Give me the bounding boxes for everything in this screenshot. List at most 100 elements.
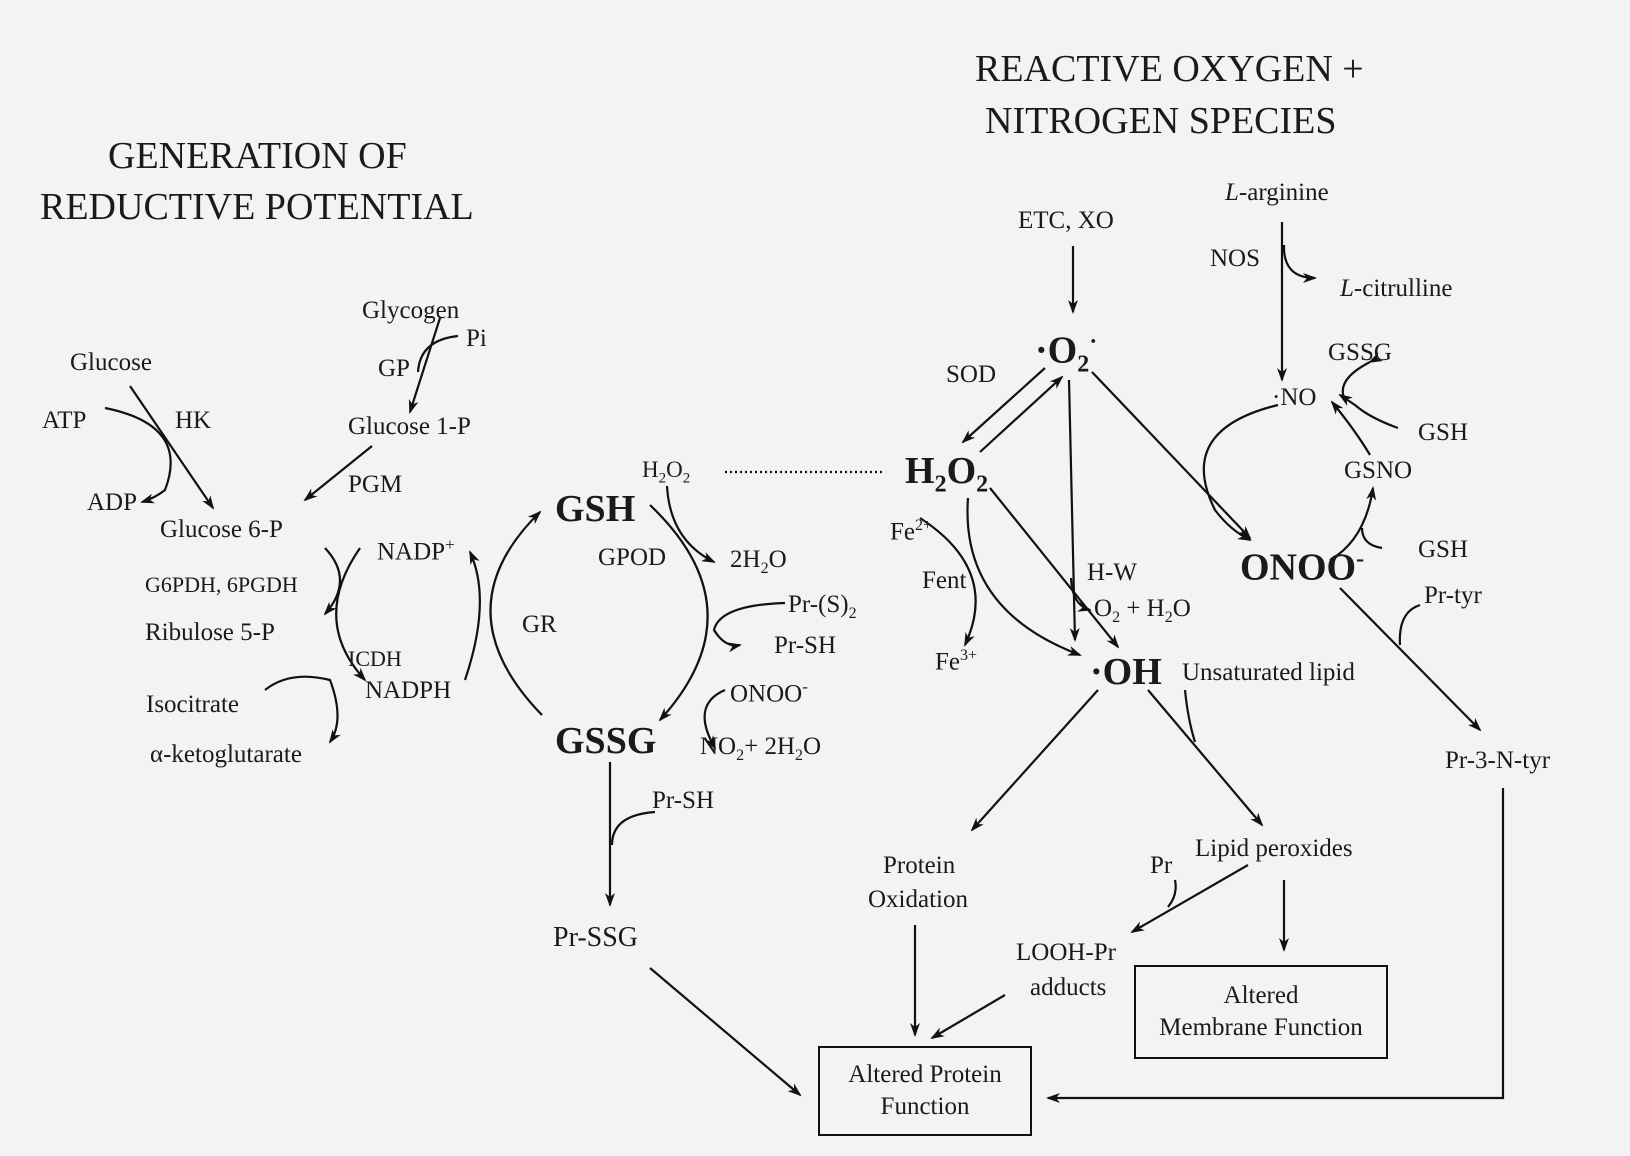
label-fe2: Fe2+ [890, 517, 933, 546]
label-oxidation: Oxidation [868, 886, 968, 913]
arrow-glucose-g6p [129, 385, 215, 510]
arrow-fe2-fe3 [919, 517, 977, 647]
arrow-prs2-prsh [712, 601, 786, 653]
label-sod: SOD [946, 361, 997, 388]
label-prssg: Pr-SSG [553, 922, 639, 953]
arrow-pi [416, 334, 459, 373]
arrow-unsat [1183, 689, 1197, 743]
label-pr-3-n-tyr: Pr-3-N-tyr [1445, 747, 1551, 774]
label-hk: HK [175, 407, 212, 434]
arrow-prsh-in [610, 810, 656, 846]
label-nitric-oxide: ·NO [1272, 384, 1317, 411]
label-glucose6p: Glucose 6-P [160, 516, 283, 543]
label-protein: Protein [883, 852, 956, 879]
label-pi: Pi [466, 325, 487, 352]
label-glucose1p: Glucose 1-P [348, 413, 471, 440]
arrow-isocitrate-aketo [264, 675, 341, 744]
label-gsh: GSH [555, 488, 636, 530]
arrow-nos-citrulline [1282, 244, 1317, 283]
label-onoo-left: ONOO- [730, 677, 808, 708]
label-hw: H-W [1087, 559, 1137, 586]
label-l-arginine: L-arginine [1225, 179, 1329, 206]
arrow-fenton [966, 497, 1082, 657]
arrow-glycogen-g1p [408, 317, 442, 414]
label-prsh-2: Pr-SH [652, 787, 715, 814]
arrow-onoo-gsno [1329, 486, 1377, 561]
arrow-atp-adp [104, 406, 172, 504]
arrow-gr [489, 510, 543, 716]
label-pr: Pr [1150, 852, 1173, 879]
label-adducts: adducts [1030, 974, 1107, 1001]
arrow-prtyr-in [1398, 603, 1421, 646]
label-no2-2h2o: NO2+ 2H2O [700, 733, 822, 764]
label-adp: ADP [87, 489, 138, 516]
arrow-oh-lipid [1147, 689, 1264, 827]
arrow-o2-h2o2 [961, 367, 1046, 444]
label-aketoglutarate: α-ketoglutarate [150, 741, 302, 768]
arrow-oh-protox [970, 689, 1099, 832]
label-isocitrate: Isocitrate [146, 691, 240, 718]
label-fent: Fent [922, 567, 967, 594]
header-left-line2: REDUCTIVE POTENTIAL [40, 186, 474, 228]
label-gsh-right-2: GSH [1418, 536, 1469, 563]
label-h2o2-small: H2O2 [642, 457, 691, 487]
box-altered-membrane-function: Altered Membrane Function [1134, 965, 1388, 1059]
label-fe3: Fe3+ [935, 647, 978, 676]
arrow-gsh-no [1338, 393, 1399, 430]
label-h2o2-big: H2O2 [905, 450, 989, 498]
arrow-gssg-no [1341, 352, 1383, 401]
arrow-g1p-g6p [303, 445, 373, 502]
label-gr: GR [522, 611, 557, 638]
label-unsaturated-lipid: Unsaturated lipid [1182, 659, 1355, 686]
label-gsno: GSNO [1344, 457, 1413, 484]
label-pr-tyr: Pr-tyr [1424, 582, 1482, 609]
arrow-nadp-nadph [335, 547, 367, 682]
box-altered-protein-function: Altered Protein Function [818, 1046, 1032, 1136]
label-peroxynitrite: ONOO- [1240, 546, 1365, 589]
label-glucose: Glucose [70, 349, 152, 376]
arrow-gsh2-in [1360, 527, 1383, 550]
label-gsh-right-1: GSH [1418, 419, 1469, 446]
arrow-h2o2-o2 [979, 375, 1064, 453]
label-prsh-1: Pr-SH [774, 632, 837, 659]
arrow-no-onoo [1202, 403, 1279, 541]
label-etc-xo: ETC, XO [1018, 207, 1114, 234]
label-pgm: PGM [348, 471, 403, 498]
header-right-line1: REACTIVE OXYGEN + [975, 48, 1364, 90]
arrow-g6p-ribulose [323, 547, 342, 616]
arrow-pr3n-apf [1046, 788, 1505, 1103]
label-l-citrulline: L-citrulline [1340, 275, 1453, 302]
label-nadph: NADPH [365, 677, 452, 704]
arrow-o2-oh [1067, 379, 1080, 642]
label-atp: ATP [42, 407, 87, 434]
arrow-h2o2-2h2o [665, 485, 716, 563]
label-superoxide: ·O2· [1035, 329, 1098, 378]
label-prs2: Pr-(S)2 [788, 591, 857, 622]
label-2h2o: 2H2O [730, 546, 787, 577]
label-gssg-right: GSSG [1328, 339, 1392, 366]
arrow-h2o2-oh [989, 487, 1120, 649]
arrow-pr-in [1167, 879, 1177, 908]
label-ribulose: Ribulose 5-P [145, 619, 275, 646]
label-hydroxyl: ·OH [1090, 651, 1162, 693]
arrow-looh-apf [930, 994, 1006, 1040]
arrow-onoo-pr3n [1339, 587, 1482, 732]
arrow-o2-onoo [1091, 371, 1252, 540]
label-o2-h2o: O2 + H2O [1094, 595, 1191, 626]
arrow-prssg-apf [649, 967, 802, 1097]
label-g6pdh: G6PDH, 6PGDH [145, 572, 298, 597]
arrow-gsno-no [1330, 400, 1371, 456]
label-gssg: GSSG [555, 720, 657, 762]
header-right-line2: NITROGEN SPECIES [985, 100, 1337, 142]
arrow-onoo-no2 [703, 688, 726, 750]
arrow-nadph-nadp [463, 550, 481, 681]
label-lipid-peroxides: Lipid peroxides [1195, 835, 1353, 862]
label-gp: GP [378, 355, 410, 382]
arrow-gpod [649, 504, 709, 722]
label-glycogen: Glycogen [362, 297, 460, 324]
header-left-line1: GENERATION OF [108, 135, 407, 177]
label-nos: NOS [1210, 245, 1261, 272]
label-icdh: ICDH [348, 646, 402, 671]
label-nadp: NADP+ [377, 535, 455, 566]
